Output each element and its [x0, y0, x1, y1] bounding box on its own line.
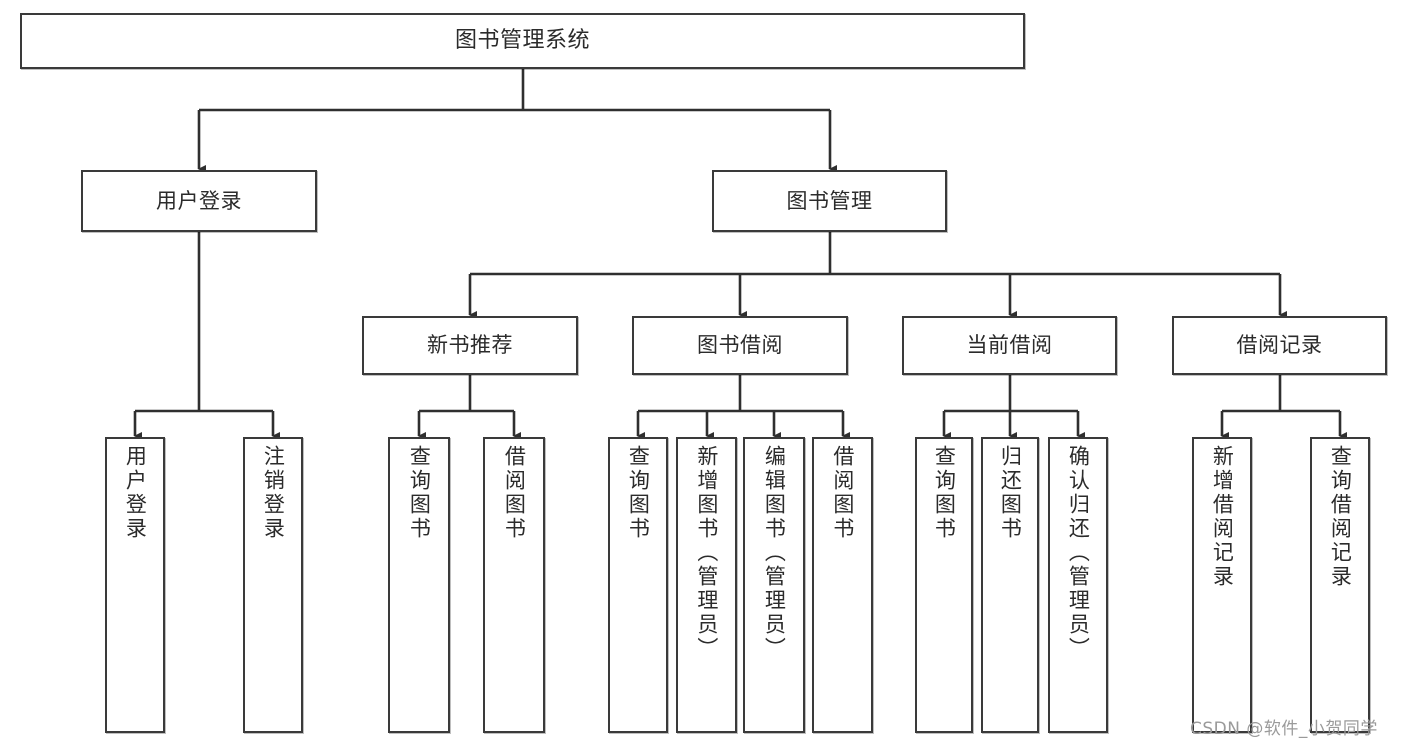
node-leaf-query-book-1[interactable]: 查询图书 — [388, 437, 450, 733]
node-leaf-borrow-book-1[interactable]: 借阅图书 — [483, 437, 545, 733]
node-label: 新书推荐 — [427, 333, 513, 358]
node-label: 编辑图书（管理员） — [762, 445, 787, 661]
node-label: 图书管理系统 — [454, 28, 590, 54]
node-label: 查询图书 — [626, 445, 651, 541]
node-leaf-add-book[interactable]: 新增图书（管理员） — [676, 437, 737, 733]
node-label: 查询借阅记录 — [1328, 445, 1353, 589]
node-book-borrow[interactable]: 图书借阅 — [632, 316, 848, 375]
node-leaf-return-book[interactable]: 归还图书 — [981, 437, 1039, 733]
node-leaf-user-login[interactable]: 用户登录 — [105, 437, 165, 733]
node-leaf-logout[interactable]: 注销登录 — [243, 437, 303, 733]
csdn-watermark: CSDN @软件_小贺同学 — [1190, 719, 1378, 739]
node-label: 新增借阅记录 — [1210, 445, 1235, 589]
node-label: 注销登录 — [261, 445, 286, 541]
node-leaf-edit-book[interactable]: 编辑图书（管理员） — [743, 437, 805, 733]
node-label: 查询图书 — [407, 445, 432, 541]
node-current-borrow[interactable]: 当前借阅 — [902, 316, 1117, 375]
node-book-management[interactable]: 图书管理 — [712, 170, 947, 232]
node-label: 借阅记录 — [1236, 333, 1323, 358]
node-leaf-borrow-book-2[interactable]: 借阅图书 — [812, 437, 873, 733]
node-label: 借阅图书 — [830, 445, 855, 541]
node-label: 用户登录 — [123, 445, 148, 541]
node-leaf-add-record[interactable]: 新增借阅记录 — [1192, 437, 1252, 733]
node-label: 借阅图书 — [502, 445, 527, 541]
node-label: 归还图书 — [998, 445, 1023, 541]
node-root[interactable]: 图书管理系统 — [20, 13, 1025, 69]
node-label: 图书借阅 — [697, 333, 783, 358]
node-label: 确认归还（管理员） — [1066, 445, 1091, 661]
node-label: 用户登录 — [156, 188, 242, 213]
node-label: 图书管理 — [786, 188, 873, 213]
node-new-book-recommend[interactable]: 新书推荐 — [362, 316, 578, 375]
node-label: 当前借阅 — [966, 333, 1053, 358]
node-user-login[interactable]: 用户登录 — [81, 170, 317, 232]
node-borrow-record[interactable]: 借阅记录 — [1172, 316, 1387, 375]
node-leaf-query-book-2[interactable]: 查询图书 — [608, 437, 668, 733]
node-label: 查询图书 — [932, 445, 957, 541]
node-leaf-query-record[interactable]: 查询借阅记录 — [1310, 437, 1370, 733]
node-leaf-query-book-3[interactable]: 查询图书 — [915, 437, 973, 733]
node-leaf-confirm-return[interactable]: 确认归还（管理员） — [1048, 437, 1108, 733]
node-label: 新增图书（管理员） — [694, 445, 719, 661]
